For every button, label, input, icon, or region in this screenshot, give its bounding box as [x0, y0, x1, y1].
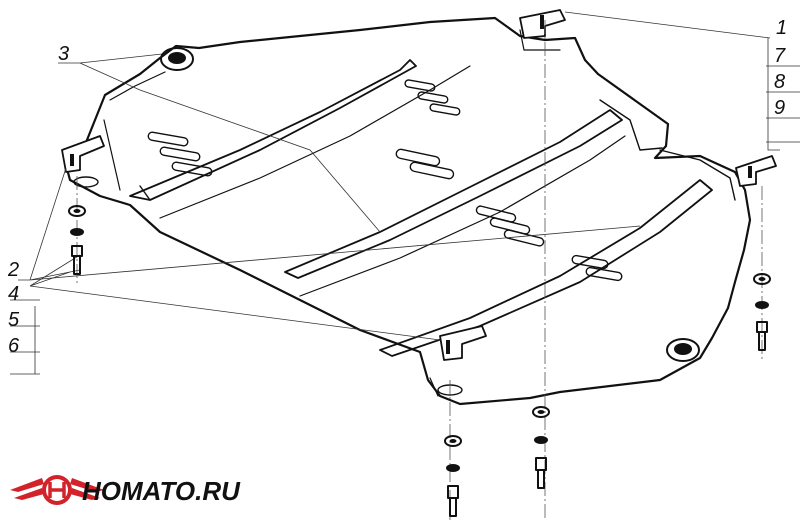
mounting-bracket: [61, 9, 777, 361]
logo-text: HOMATO.RU: [82, 476, 241, 506]
callout-2: 2: [7, 259, 19, 281]
mounting-grommet: [73, 47, 700, 396]
fastener-stack-left: [68, 205, 86, 275]
brand-logo: HOMATO.RU: [10, 475, 241, 506]
callout-1: 1: [776, 17, 787, 39]
callout-labels: 1 7 8 9 3 2 4 5 6: [7, 17, 787, 357]
fastener-stack-right: [753, 273, 771, 351]
callout-8: 8: [774, 71, 785, 93]
winged-emblem-icon: [10, 475, 104, 505]
callout-4: 4: [8, 283, 19, 305]
stiffening-ribs: [129, 59, 713, 357]
fastener-stack-bottom-center: [532, 406, 550, 489]
callout-6: 6: [8, 335, 20, 357]
fastener-stack-bottom-left: [444, 435, 462, 517]
callout-7: 7: [774, 45, 786, 67]
callout-5: 5: [8, 309, 20, 331]
vent-slots: [147, 79, 623, 282]
callout-3: 3: [58, 43, 69, 65]
leader-lines: [10, 11, 800, 375]
skid-plate: [64, 16, 752, 406]
axis-lines: [76, 20, 763, 520]
callout-9: 9: [774, 97, 785, 119]
